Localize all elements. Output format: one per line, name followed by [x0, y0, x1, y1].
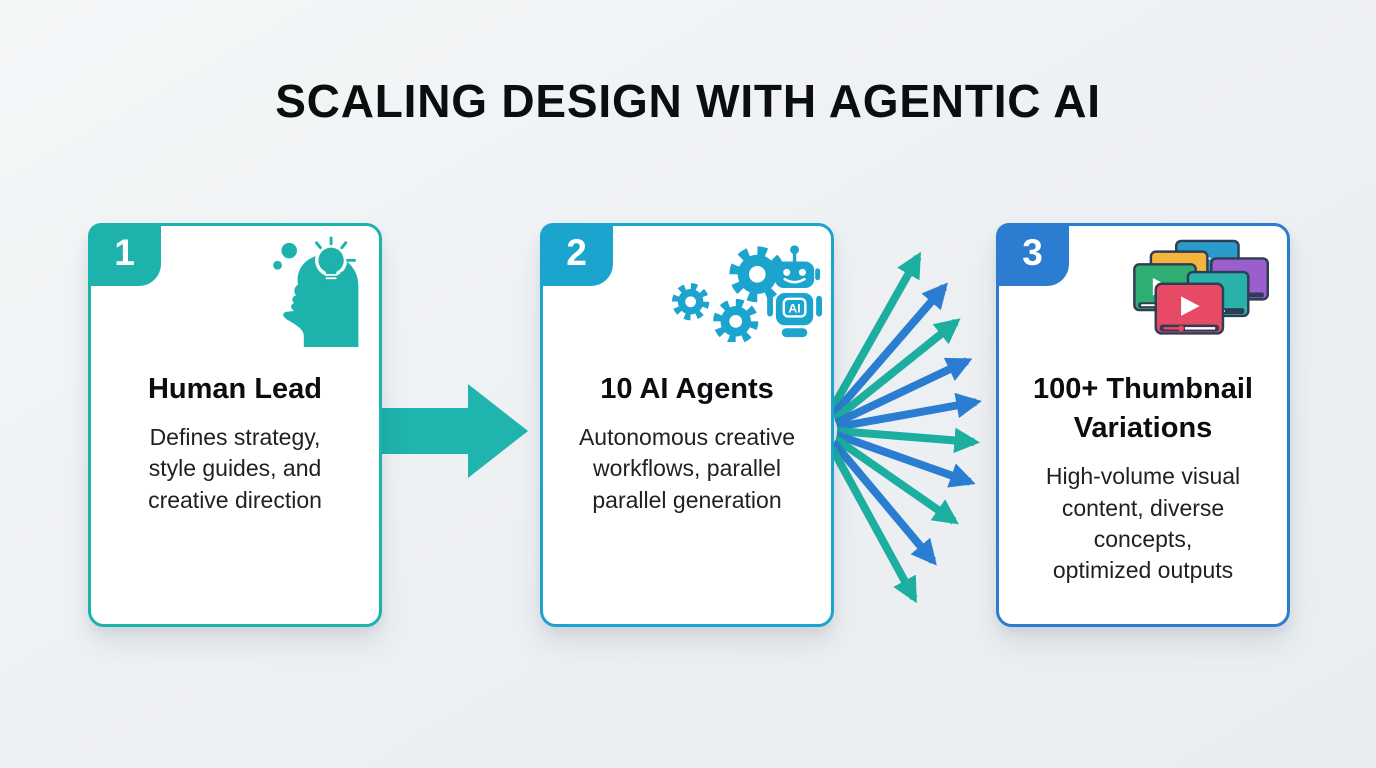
card-1-title: Human Lead: [147, 373, 323, 405]
card-3-icon-wrap: [1127, 238, 1279, 355]
card-1-description: Defines strategy, style guides, and crea…: [148, 424, 322, 513]
card-ai-agents: 2: [540, 223, 834, 627]
step-3-badge: 3: [996, 223, 1069, 286]
flow-arrow: [380, 384, 528, 478]
page-title: SCALING DESIGN WITH AGENTIC AI: [275, 75, 1101, 127]
card-1-body: Human Lead Defines strategy, style guide…: [91, 370, 379, 516]
fan-out-arrows: [828, 251, 982, 604]
thumbnail-stack-icon: [1133, 239, 1269, 335]
robot-chest-label: AI: [788, 302, 800, 316]
card-3-body: 100+ Thumbnail Variations High-volume vi…: [999, 370, 1287, 586]
card-1-icon-wrap: [269, 236, 363, 353]
gears-robot-icon: AI: [671, 245, 823, 344]
card-3-title: 100+ Thumbnail Variations: [1033, 373, 1253, 445]
step-1-badge: 1: [88, 223, 161, 286]
head-lightbulb-icon: [273, 236, 359, 348]
step-2-badge: 2: [540, 223, 613, 286]
card-2-title: 10 AI Agents: [600, 373, 774, 405]
card-human-lead: 1: [88, 223, 382, 627]
card-thumbnail-variations: 3: [996, 223, 1290, 627]
card-2-icon-wrap: AI: [671, 238, 823, 347]
card-2-body: 10 AI Agents Autonomous creative workflo…: [543, 370, 831, 516]
card-3-description: High-volume visual content, diverse conc…: [1045, 463, 1241, 584]
card-2-description: Autonomous creative workflows, parallel …: [578, 424, 796, 513]
